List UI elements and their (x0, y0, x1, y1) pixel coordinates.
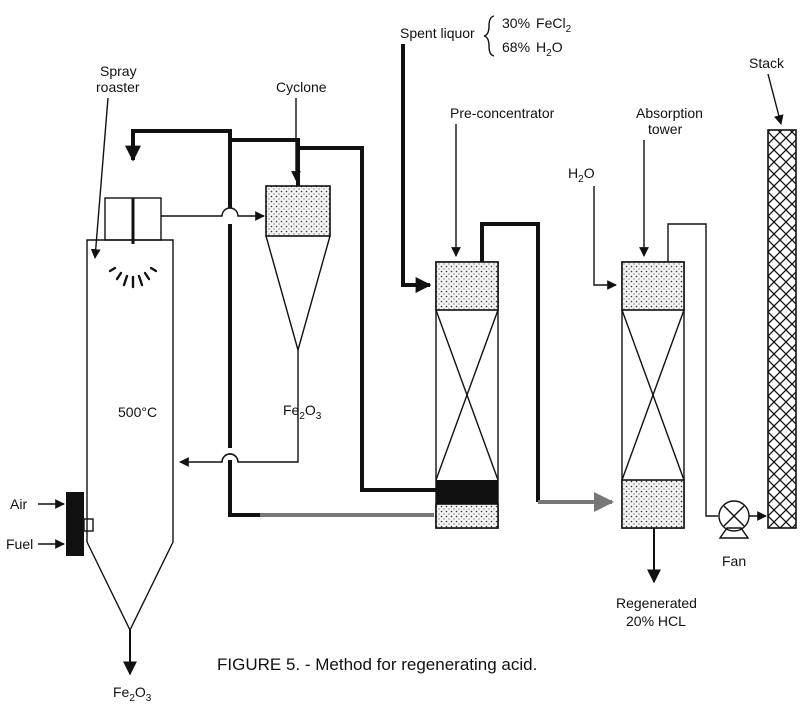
feed-composition-brace (483, 15, 495, 57)
figure-caption: FIGURE 5. - Method for regenerating acid… (217, 655, 537, 674)
air-label: Air (10, 496, 27, 512)
gas-return-pipe (228, 460, 434, 517)
absorption-tower-bottom-packing (621, 479, 685, 529)
crossover-hump-lower (221, 453, 239, 463)
regenerated-label-line1: Regenerated (616, 595, 697, 611)
pre-concentrator-liquid-sump (436, 480, 498, 504)
absorption-tower-top-packing (621, 261, 685, 311)
cyclone (265, 185, 331, 353)
spray-roaster-pointer (90, 97, 109, 259)
absorption-tower-label-line2: tower (648, 121, 683, 137)
spray-roaster-label-line1: Spray (100, 63, 137, 79)
pre-concentrator-label: Pre-concentrator (450, 105, 555, 121)
pre-concentrator (435, 261, 499, 529)
cyclone-label: Cyclone (276, 79, 327, 95)
feed-composition-line2: 68%H2O (502, 39, 563, 59)
preconc-to-absorber-pipe (480, 222, 540, 502)
stack-pointer (767, 73, 784, 125)
spray-roaster (66, 197, 174, 632)
fan-icon (718, 500, 750, 539)
roaster-to-cyclone-pipe (161, 207, 265, 221)
burner-port (83, 518, 94, 532)
fe2o3-cyclone-label: Fe2O3 (283, 402, 322, 422)
absorption-tower-label-line1: Absorption (636, 105, 703, 121)
fe2o3-bottom-label: Fe2O3 (113, 684, 152, 704)
spray-roaster-label-line2: roaster (96, 79, 140, 95)
pre-concentrator-bottom-packing (435, 503, 499, 529)
stack (767, 129, 797, 529)
regenerated-label-line2: 20% HCL (626, 613, 686, 629)
water-label: H2O (568, 165, 595, 185)
cyclone-cone (265, 235, 331, 353)
spent-liquor-feed-pipe (401, 44, 432, 293)
fan-label: Fan (722, 553, 746, 569)
absorber-to-fan-pipe (667, 223, 718, 517)
feed-composition-line1: 30%FeCl2 (502, 15, 572, 35)
recycle-to-roaster-pipe-a (125, 129, 436, 492)
roaster-vessel (86, 239, 174, 632)
water-feed-pipe (593, 186, 617, 290)
cyclone-top-chamber (265, 185, 331, 237)
pre-concentrator-top-packing (435, 261, 499, 311)
cyclone-solids-return-pipe (179, 350, 299, 467)
temperature-label: 500°C (118, 404, 157, 420)
spray-nozzle-icon (108, 266, 158, 289)
stack-label: Stack (749, 55, 785, 71)
absorption-tower (621, 261, 685, 529)
spent-liquor-label: Spent liquor (400, 25, 475, 41)
fuel-label: Fuel (6, 536, 33, 552)
burner-block (66, 492, 84, 556)
